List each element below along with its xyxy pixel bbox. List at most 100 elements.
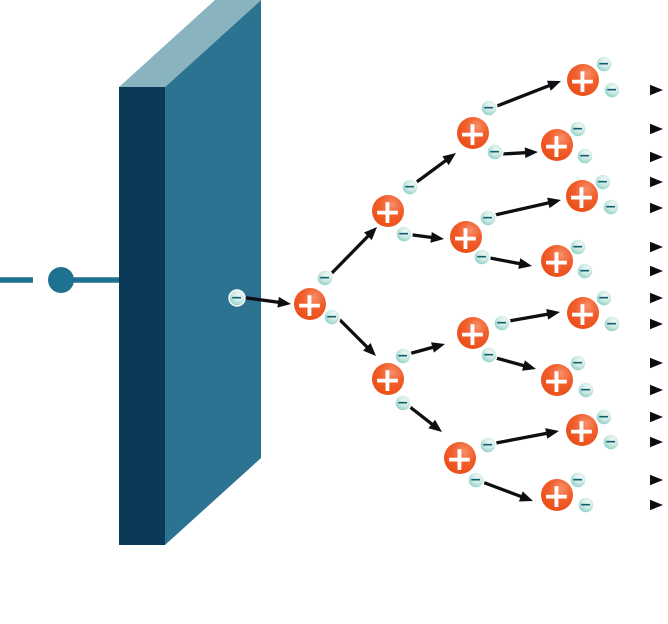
ionization-arrowhead-icon bbox=[547, 197, 561, 209]
drift-arrow bbox=[619, 202, 663, 214]
positive-ion-circle bbox=[372, 195, 404, 227]
plate-front-face bbox=[119, 87, 165, 545]
minus-label: − bbox=[482, 437, 494, 453]
drift-arrowhead-icon bbox=[650, 123, 663, 135]
minus-label: − bbox=[572, 355, 584, 371]
drift-arrowhead-icon bbox=[650, 411, 663, 423]
ionization-arrow-shaft bbox=[488, 256, 524, 266]
positive-ion-gen2: + bbox=[372, 360, 404, 399]
ionization-arrow bbox=[410, 342, 445, 355]
drift-arrowhead-icon bbox=[650, 474, 663, 486]
plus-label: + bbox=[543, 476, 571, 515]
minus-label: − bbox=[572, 472, 584, 488]
electron-circle bbox=[402, 179, 418, 195]
minus-label: − bbox=[397, 395, 409, 411]
drift-arrowhead-icon bbox=[650, 84, 663, 96]
electron-circle bbox=[603, 199, 619, 215]
drift-arrowhead-icon bbox=[650, 265, 663, 277]
drift-arrow bbox=[586, 123, 663, 135]
electron: − bbox=[569, 120, 587, 138]
positive-ion-circle bbox=[567, 64, 599, 96]
electron: − bbox=[316, 269, 334, 287]
electron: − bbox=[479, 436, 497, 454]
electron-circle bbox=[324, 309, 340, 325]
ionization-arrowhead-icon bbox=[428, 419, 442, 432]
ionization-arrow-shaft bbox=[327, 232, 372, 278]
ionization-arrow bbox=[338, 318, 376, 356]
plus-label: + bbox=[568, 411, 596, 450]
electron-circle bbox=[481, 100, 497, 116]
electron: − bbox=[493, 314, 511, 332]
minus-label: − bbox=[598, 56, 610, 72]
positive-ion-gen1: + bbox=[294, 285, 326, 324]
plus-label: + bbox=[452, 218, 480, 257]
electron-circle bbox=[480, 437, 496, 453]
positive-ion-circle bbox=[457, 317, 489, 349]
electron: − bbox=[467, 471, 485, 489]
positive-ion-circle bbox=[541, 364, 573, 396]
electron-circle bbox=[468, 472, 484, 488]
drift-arrowhead-icon bbox=[650, 241, 663, 253]
positive-ion-circle bbox=[444, 442, 476, 474]
positive-ion-gen3: + bbox=[450, 218, 482, 257]
minus-label: − bbox=[579, 263, 591, 279]
minus-label: − bbox=[496, 315, 508, 331]
electron-circle bbox=[395, 395, 411, 411]
drift-arrowhead-icon bbox=[650, 176, 663, 188]
plus-label: + bbox=[543, 242, 571, 281]
positive-ion-gen4: + bbox=[541, 476, 573, 515]
electron: − bbox=[595, 55, 613, 73]
electron: − bbox=[228, 289, 246, 307]
plus-label: + bbox=[446, 439, 474, 478]
minus-label: − bbox=[572, 121, 584, 137]
ionization-arrowhead-icon bbox=[546, 308, 560, 320]
minus-label: − bbox=[398, 226, 410, 242]
drift-arrow bbox=[612, 292, 663, 304]
ionization-arrow-shaft bbox=[245, 296, 283, 305]
minus-label: − bbox=[605, 434, 617, 450]
electron-circle bbox=[395, 348, 411, 364]
minus-label: − bbox=[606, 316, 618, 332]
ionization-arrow-shaft bbox=[507, 312, 552, 323]
drift-arrowhead-icon bbox=[650, 318, 663, 330]
drift-arrow bbox=[611, 176, 663, 188]
electron-circle bbox=[578, 497, 594, 513]
electron: − bbox=[569, 354, 587, 372]
drift-arrow bbox=[586, 357, 663, 369]
positive-ion-gen4: + bbox=[566, 411, 598, 450]
minus-label: − bbox=[483, 100, 495, 116]
ionization-arrowhead-icon bbox=[546, 80, 561, 91]
minus-label: − bbox=[580, 382, 592, 398]
ionization-arrow bbox=[245, 296, 291, 308]
electron: − bbox=[603, 315, 621, 333]
ionization-arrow bbox=[483, 481, 533, 502]
electron: − bbox=[480, 99, 498, 117]
electron: − bbox=[394, 347, 412, 365]
electron-circle bbox=[474, 249, 490, 265]
drift-arrow bbox=[593, 265, 663, 277]
positive-ion-circle bbox=[372, 363, 404, 395]
electron-circle bbox=[603, 434, 619, 450]
ionization-arrowhead-icon bbox=[431, 342, 445, 353]
ionization-arrows bbox=[245, 80, 561, 502]
positive-ion-circle bbox=[566, 414, 598, 446]
minus-label: − bbox=[579, 148, 591, 164]
incident-particle-track bbox=[0, 267, 119, 293]
ionization-arrowhead-icon bbox=[524, 147, 538, 159]
electron-circle bbox=[577, 148, 593, 164]
positive-ions: +++++++++++++++ bbox=[294, 61, 599, 515]
ionization-arrowhead-icon bbox=[442, 153, 456, 166]
ionization-arrow bbox=[507, 308, 560, 323]
minus-label: − bbox=[489, 144, 501, 160]
electron-circle bbox=[595, 174, 611, 190]
positive-ion-gen4: + bbox=[567, 61, 599, 100]
electron-circle bbox=[229, 290, 245, 306]
minus-label: − bbox=[326, 309, 338, 325]
ionization-arrow-shaft bbox=[500, 150, 530, 156]
plate-side-face bbox=[165, 0, 261, 545]
electron: − bbox=[594, 173, 612, 191]
ionization-arrow-shaft bbox=[338, 318, 371, 351]
ionization-arrow-shaft bbox=[493, 200, 553, 217]
positive-ion-circle bbox=[294, 288, 326, 320]
